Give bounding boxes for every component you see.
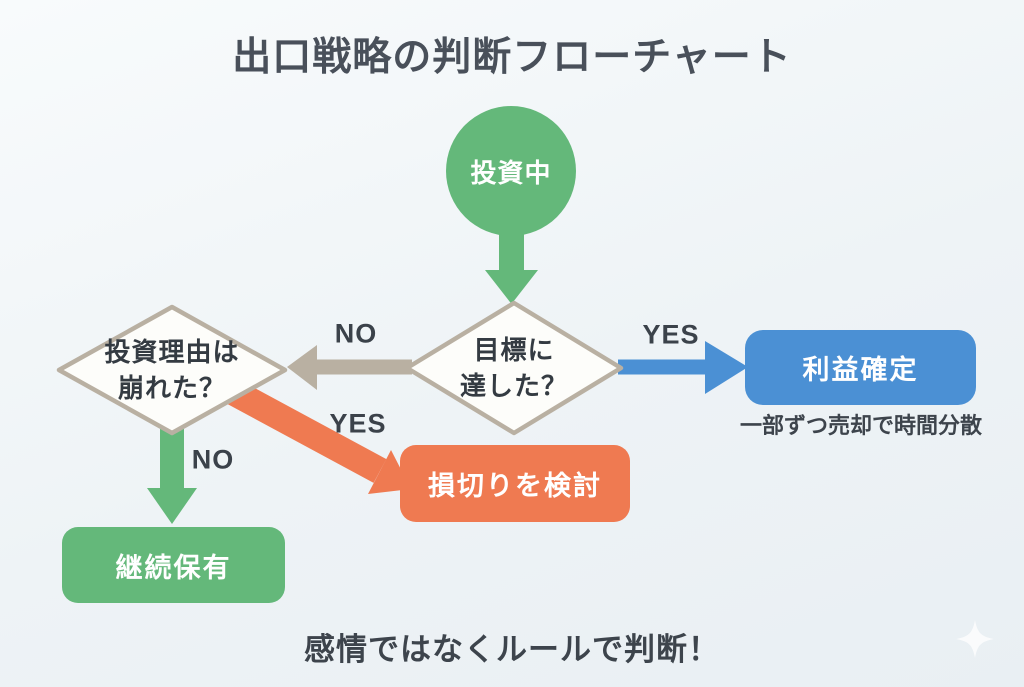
reason-no-label: NO xyxy=(191,444,235,475)
keep-holding-box: 継続保有 xyxy=(62,527,285,603)
take-profit-box: 利益確定 xyxy=(745,330,976,405)
take-profit-note: 一部ずつ売却で時間分散 xyxy=(739,413,982,438)
reason-decision-line1: 投資理由は xyxy=(104,337,240,367)
goal-decision-line1: 目標に xyxy=(473,335,555,365)
stop-loss-label: 損切りを検討 xyxy=(428,471,602,501)
take-profit-label: 利益確定 xyxy=(802,355,919,385)
stop-loss-box: 損切りを検討 xyxy=(400,445,630,522)
goal-yes-label: YES xyxy=(642,319,700,350)
reason-decision-line2: 崩れた？ xyxy=(117,373,226,403)
page-title: 出口戦略の判断フローチャート xyxy=(232,36,792,79)
edge-goal-yes-arrow xyxy=(618,341,748,394)
goal-decision-label: 目標に 達した？ xyxy=(414,331,614,405)
footer-message: 感情ではなくルールで判断！ xyxy=(304,632,720,667)
goal-decision-diamond xyxy=(404,300,624,436)
edge-goal-no-arrow xyxy=(287,345,412,390)
edge-reason-no-arrow xyxy=(147,428,197,524)
start-node-circle xyxy=(446,106,576,236)
keep-holding-label: 継続保有 xyxy=(115,552,232,583)
start-node-label: 投資中 xyxy=(470,157,552,188)
sparkle-icon xyxy=(956,620,994,658)
reason-decision-diamond xyxy=(56,304,288,436)
reason-yes-label: YES xyxy=(329,408,387,439)
goal-no-label: NO xyxy=(334,318,378,349)
goal-decision-line2: 達した？ xyxy=(459,371,568,401)
reason-decision-label: 投資理由は 崩れた？ xyxy=(72,333,272,407)
